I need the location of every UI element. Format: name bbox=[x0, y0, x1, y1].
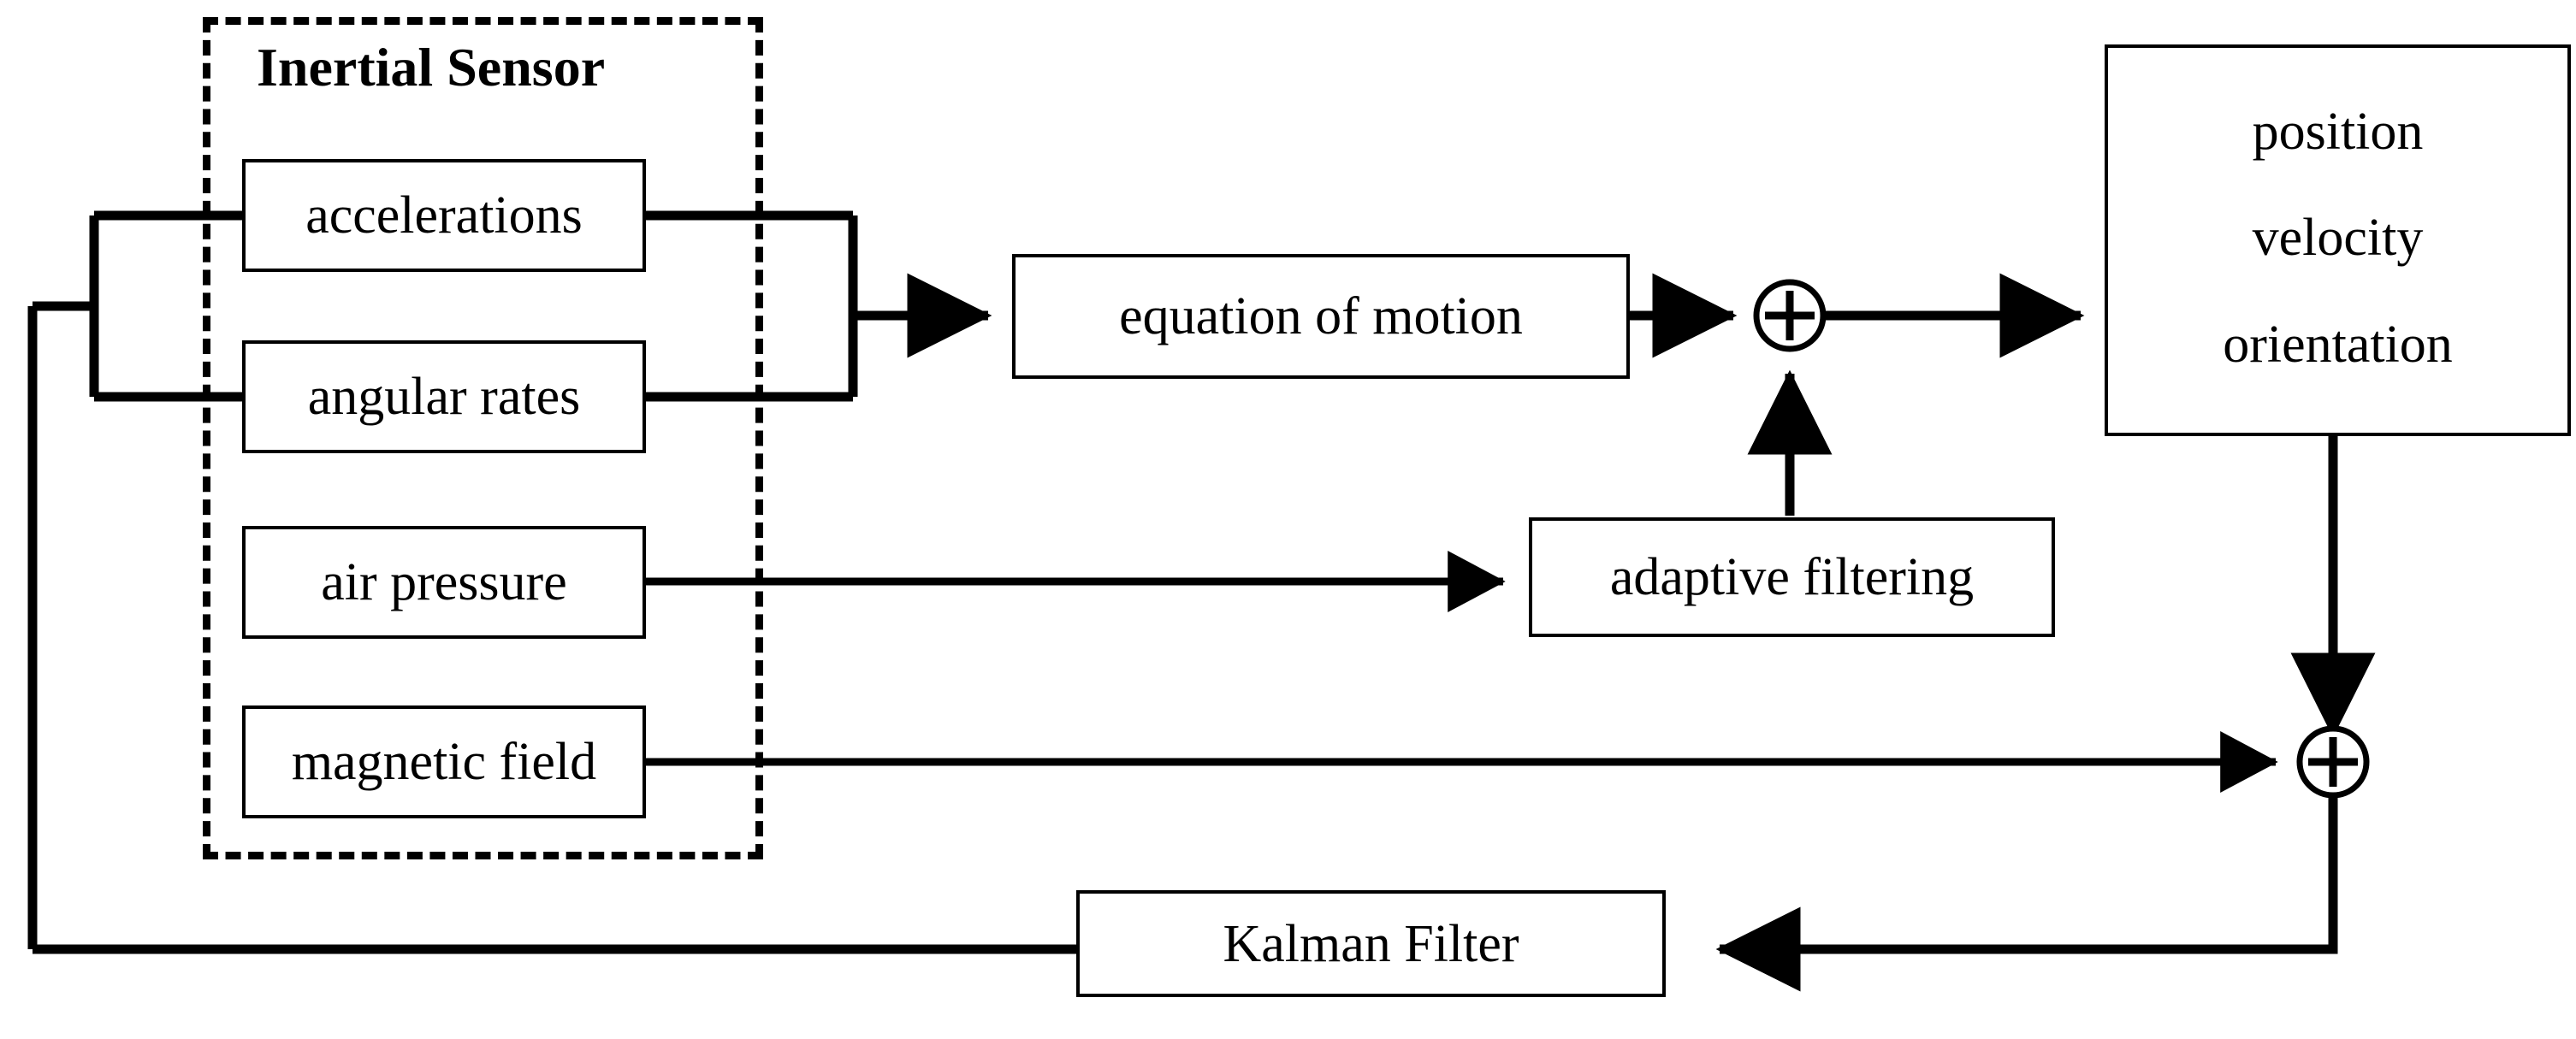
sensor-label-angular-rates: angular rates bbox=[307, 368, 581, 426]
sensor-box-angular-rates[interactable]: angular rates bbox=[242, 340, 646, 453]
block-adaptive-filtering[interactable]: adaptive filtering bbox=[1529, 517, 2055, 637]
sensor-label-magnetic-field: magnetic field bbox=[291, 733, 597, 791]
sensor-box-magnetic-field[interactable]: magnetic field bbox=[242, 705, 646, 818]
sensor-label-accelerations: accelerations bbox=[305, 186, 583, 245]
block-label-kalman-filter: Kalman Filter bbox=[1223, 914, 1519, 973]
sum-junction-1-circle bbox=[1753, 279, 1827, 352]
sensor-box-air-pressure[interactable]: air pressure bbox=[242, 526, 646, 639]
block-kalman-filter[interactable]: Kalman Filter bbox=[1076, 890, 1666, 997]
wire-sensors-to-equation-of-motion bbox=[646, 210, 992, 402]
inertial-sensor-group-title: Inertial Sensor bbox=[257, 37, 606, 97]
wire-sum2-to-kalman-filter bbox=[1715, 796, 2338, 992]
sensor-box-accelerations[interactable]: accelerations bbox=[242, 159, 646, 272]
block-label-adaptive-filtering: adaptive filtering bbox=[1609, 548, 1975, 606]
output-state-position: position bbox=[2252, 102, 2424, 161]
output-state-velocity: velocity bbox=[2252, 209, 2424, 268]
block-label-equation-of-motion: equation of motion bbox=[1119, 287, 1523, 345]
inertial-sensor-group bbox=[203, 17, 763, 859]
block-output-states[interactable]: position velocity orientation bbox=[2105, 44, 2571, 436]
wire-feedback-to-sensors bbox=[27, 210, 1076, 954]
sensor-label-air-pressure: air pressure bbox=[321, 553, 567, 611]
sum-junction-2-circle bbox=[2296, 725, 2370, 799]
block-equation-of-motion[interactable]: equation of motion bbox=[1012, 254, 1630, 379]
output-state-orientation: orientation bbox=[2223, 316, 2453, 375]
